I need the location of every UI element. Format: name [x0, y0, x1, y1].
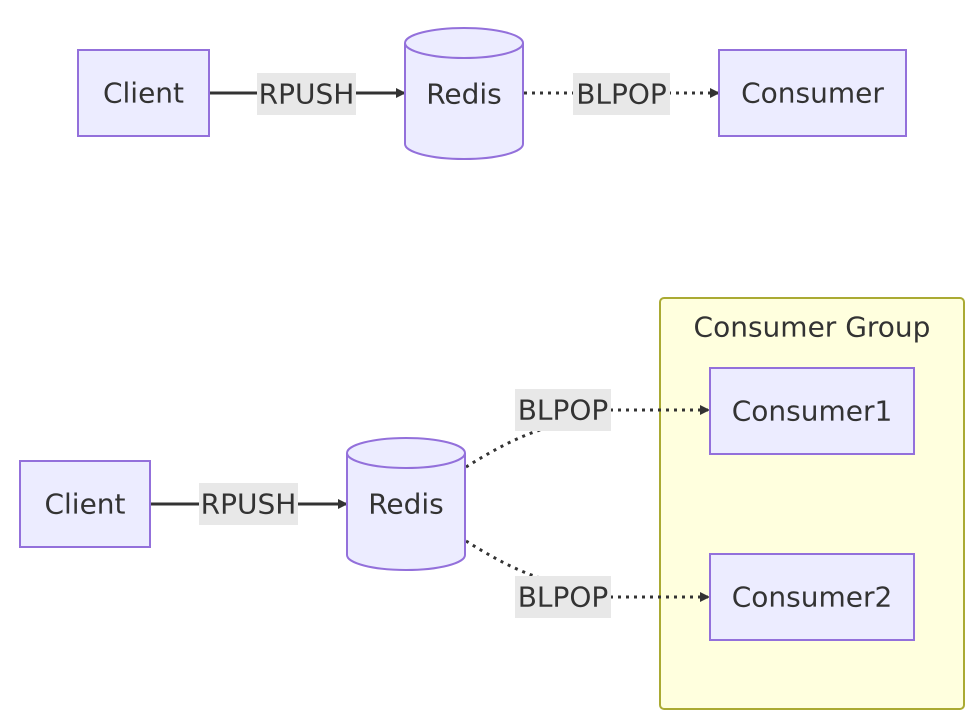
redis-cylinder-1[interactable]: Redis: [404, 27, 524, 160]
consumer2-node-label: Consumer2: [732, 581, 893, 614]
client-node-2-label: Client: [44, 488, 125, 521]
consumer-group: Consumer Group: [659, 297, 965, 710]
edge-label-rpush-2-text: RPUSH: [201, 488, 297, 521]
client-node-1[interactable]: Client: [77, 49, 210, 137]
consumer-node[interactable]: Consumer: [718, 49, 907, 137]
edge-redis-consumer2: [465, 539, 708, 597]
edge-label-blpop-1-text: BLPOP: [576, 78, 667, 111]
consumer-node-label: Consumer: [741, 77, 884, 110]
client-node-2[interactable]: Client: [19, 460, 151, 548]
edge-redis-consumer1: [465, 410, 708, 469]
redis-cylinder-1-label: Redis: [426, 78, 502, 111]
consumer-group-title: Consumer Group: [694, 311, 931, 344]
edge-label-rpush-1-text: RPUSH: [259, 78, 355, 111]
consumer1-node-label: Consumer1: [732, 395, 893, 428]
edge-label-blpop-2a: BLPOP: [515, 389, 611, 431]
edge-label-blpop-2a-text: BLPOP: [518, 394, 609, 427]
diagram-2: Consumer Group RPUSH BLPOP BLPOP Client: [19, 297, 965, 710]
redis-cylinder-2[interactable]: Redis: [346, 437, 466, 571]
edge-label-rpush-1: RPUSH: [257, 73, 356, 115]
diagram-1: RPUSH BLPOP Client Redis Consumer: [77, 27, 907, 160]
edge-label-blpop-2b: BLPOP: [515, 576, 611, 618]
edge-label-rpush-2: RPUSH: [199, 483, 298, 525]
client-node-1-label: Client: [103, 77, 184, 110]
edge-label-blpop-1: BLPOP: [573, 73, 670, 115]
edge-label-blpop-2b-text: BLPOP: [518, 581, 609, 614]
redis-cylinder-2-label: Redis: [368, 488, 444, 521]
consumer1-node[interactable]: Consumer1: [709, 367, 915, 455]
consumer2-node[interactable]: Consumer2: [709, 553, 915, 641]
